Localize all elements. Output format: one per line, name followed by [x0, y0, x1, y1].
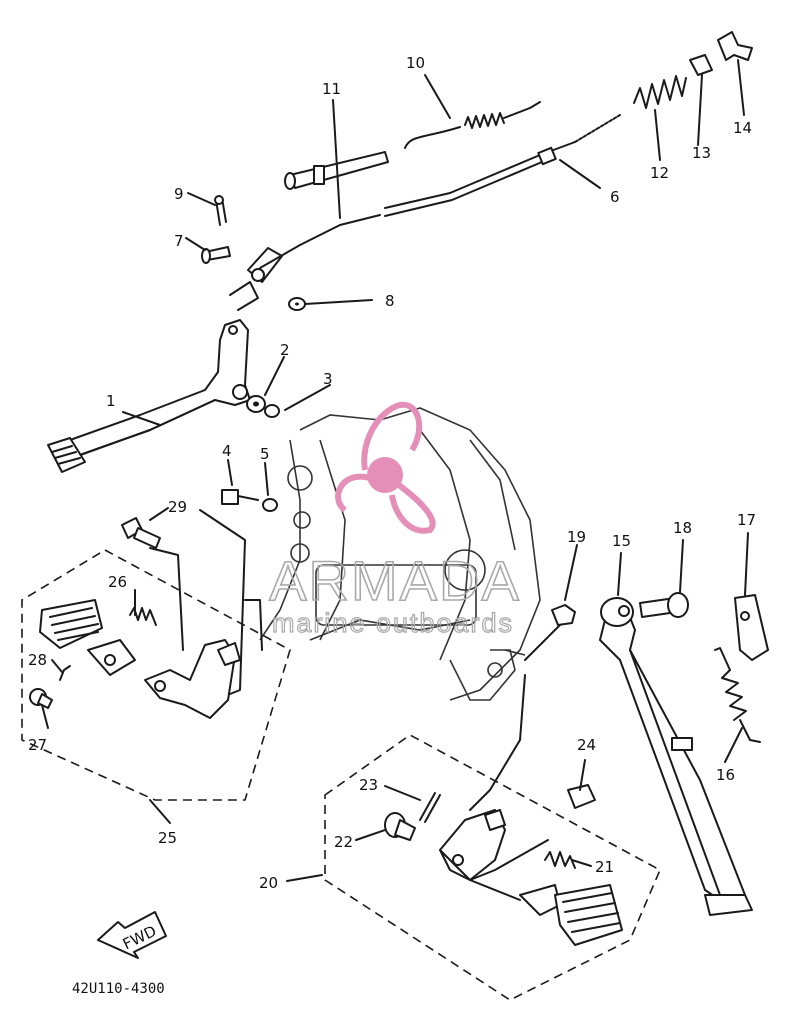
callout-5: 5	[260, 445, 270, 463]
watermark-tagline: marine outboards	[272, 608, 514, 638]
pin-22	[384, 812, 416, 841]
adjuster	[689, 54, 713, 76]
callout-4: 4	[222, 442, 232, 460]
brake-pedal	[47, 319, 251, 473]
forward-arrow: FWD	[97, 911, 167, 959]
brake-rod	[247, 114, 621, 283]
cotter-28	[59, 665, 71, 681]
callout-16: 16	[716, 766, 735, 784]
sidestand	[599, 597, 753, 916]
return-spring	[404, 101, 541, 149]
engine-frame	[259, 407, 541, 701]
footrest-right	[519, 884, 623, 946]
leader-line-29	[149, 547, 184, 651]
callout-9: 9	[174, 185, 184, 203]
leader-line-bracket	[244, 599, 263, 651]
bolt-4	[221, 489, 259, 505]
callout-24: 24	[577, 736, 596, 754]
callout-18: 18	[673, 519, 692, 537]
callout-20: 20	[259, 874, 278, 892]
callout-27: 27	[28, 736, 47, 754]
callout-2: 2	[280, 341, 290, 359]
drawing-code: 42U110-4300	[72, 981, 165, 997]
spring-26	[129, 607, 157, 626]
callout-labels: 1 2 3 4 5 6 7 8 9 10 11 12 13 14 15 16 1…	[28, 54, 756, 892]
watermark-logo	[335, 401, 436, 534]
bolt-29	[121, 517, 161, 549]
callout-15: 15	[612, 532, 631, 550]
footrest-bracket-left	[144, 639, 241, 719]
sidestand-spring-16	[714, 647, 761, 743]
callout-14: 14	[733, 119, 752, 137]
nut-19	[551, 604, 576, 626]
footrest-left-assembly-box	[21, 549, 291, 801]
callout-25: 25	[158, 829, 177, 847]
callout-17: 17	[737, 511, 756, 529]
leader-line-15	[524, 624, 561, 661]
callout-19: 19	[567, 528, 586, 546]
watermark: ARMADA marine outboards	[268, 401, 521, 639]
wing-nut	[717, 31, 753, 61]
callout-11: 11	[322, 80, 341, 98]
circlip-3	[264, 404, 280, 418]
callout-7: 7	[174, 232, 184, 250]
washer-2	[246, 395, 266, 413]
clevis-pin	[201, 246, 231, 264]
footrest-bracket-right	[439, 809, 506, 881]
spring-21	[544, 851, 576, 869]
pin-27	[29, 688, 53, 709]
footrest-left	[39, 599, 136, 676]
leader-line-20	[469, 839, 549, 881]
footrest-right-assembly-box	[324, 734, 662, 1001]
callout-12: 12	[650, 164, 669, 182]
callout-23: 23	[359, 776, 378, 794]
callout-leaders	[41, 59, 749, 882]
callout-13: 13	[692, 144, 711, 162]
bolt-18	[639, 592, 689, 618]
bolt-24	[567, 784, 596, 809]
callout-3: 3	[323, 370, 333, 388]
callout-29: 29	[168, 498, 187, 516]
callout-22: 22	[334, 833, 353, 851]
washer-8	[288, 297, 306, 311]
washer-5	[262, 498, 278, 512]
callout-8: 8	[385, 292, 395, 310]
callout-28: 28	[28, 651, 47, 669]
leader-line-bracket-right	[469, 674, 526, 811]
compression-spring	[633, 75, 687, 109]
callout-21: 21	[595, 858, 614, 876]
rod-sleeve	[284, 151, 389, 190]
cotter-23	[419, 792, 441, 823]
callout-1: 1	[106, 392, 116, 410]
cotter-pin	[214, 195, 227, 226]
callout-6: 6	[610, 188, 620, 206]
callout-26: 26	[108, 573, 127, 591]
leader-box-7	[229, 281, 259, 311]
leader-line-footrest-right	[439, 849, 521, 901]
callout-10: 10	[406, 54, 425, 72]
watermark-brand: ARMADA	[269, 549, 521, 612]
sidestand-bracket-17	[734, 594, 769, 661]
